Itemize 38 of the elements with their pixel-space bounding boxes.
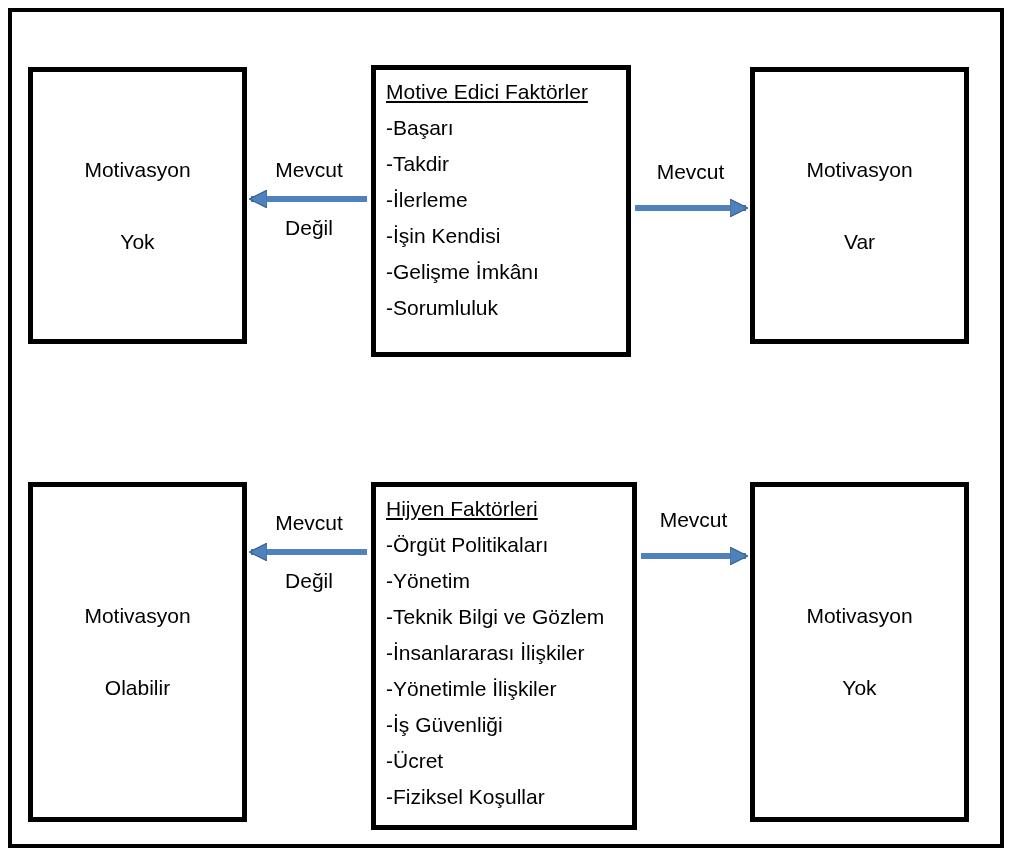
node-label: Motivasyon [806,603,913,629]
list-item: -Yönetim [386,568,472,594]
outcome-box [750,482,969,822]
node-label: Var [843,228,876,255]
list-heading: Hijyen Faktörleri [386,496,539,522]
edge-label: Mevcut [655,160,726,184]
list-item: -İşin Kendisi [386,223,502,249]
arrow [635,198,749,218]
node-label: Yok [120,228,155,255]
list-item: -Fiziksel Koşullar [386,784,546,810]
node-label: Motivasyon [84,603,191,629]
outcome-box [28,67,247,344]
edge-label: Mevcut Değil [274,510,344,594]
outcome-box [28,482,247,822]
list-item: -Ücret [386,748,445,774]
list-item: -Başarı [386,115,455,141]
factor-list-box [371,482,637,830]
list-item: -İş Güvenliği [386,712,504,738]
list-heading: Motive Edici Faktörler [386,79,589,105]
factor-list-box [371,65,631,357]
list-item: -Teknik Bilgi ve Gözlem [386,604,606,630]
arrow [248,542,367,562]
edge-label: Mevcut Değil [274,157,344,241]
node-label: Motivasyon [806,156,913,183]
list-item: -Örgüt Politikaları [386,532,550,558]
list-item: -Sorumluluk [386,295,500,321]
node-label: Yok [842,675,877,701]
arrow [248,189,367,209]
list-item: -İnsanlararası İlişkiler [386,640,586,666]
arrow [641,546,749,566]
edge-label: Mevcut [658,508,729,532]
outcome-box [750,67,969,344]
node-label: Motivasyon [84,156,191,183]
list-item: -Gelişme İmkânı [386,259,540,285]
list-item: -Takdir [386,151,450,177]
list-item: -Yönetimle İlişkiler [386,676,558,702]
list-item: -İlerleme [386,187,469,213]
node-label: Olabilir [104,675,171,701]
